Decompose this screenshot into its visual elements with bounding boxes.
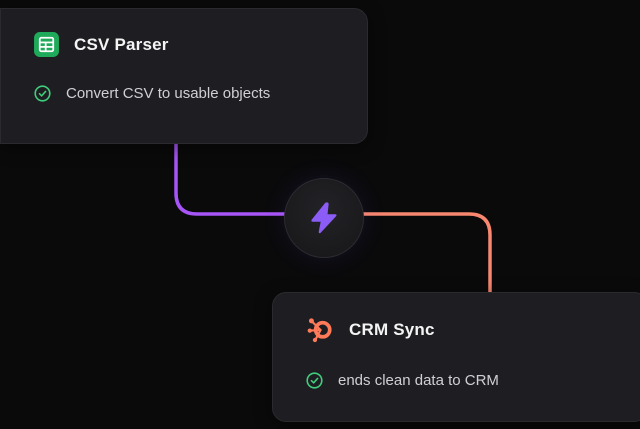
trigger-node[interactable] [284,178,364,258]
lightning-bolt-icon [306,200,342,236]
node-card-crm-sync[interactable]: CRM Sync ends clean data to CRM [272,292,640,422]
wire-center-to-crm [353,212,492,294]
spreadsheet-icon [33,31,60,58]
hubspot-sprocket-icon [305,315,335,345]
check-circle-icon [33,84,52,103]
check-circle-icon [305,371,324,390]
wire-csv-to-center [174,141,294,216]
node-subtitle: ends clean data to CRM [338,372,499,389]
node-subtitle: Convert CSV to usable objects [66,85,271,102]
node-card-csv-parser[interactable]: CSV Parser Convert CSV to usable objects [0,8,368,144]
node-title: CRM Sync [349,320,435,339]
node-title: CSV Parser [74,34,169,54]
